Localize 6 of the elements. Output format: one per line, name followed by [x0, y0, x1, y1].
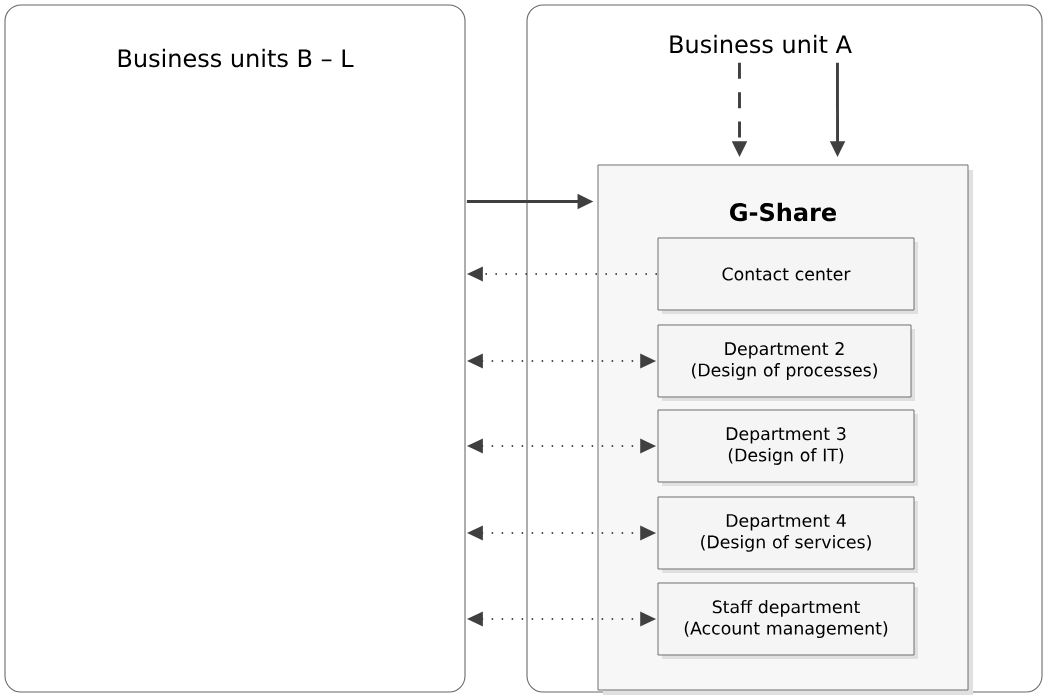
department-box: Staff department (Account management) — [657, 582, 918, 659]
department-box: Contact center — [657, 237, 918, 314]
panel: Business units B – L — [4, 4, 466, 693]
department-box: Department 4 (Design of services) — [657, 496, 918, 573]
department-box: Department 3 (Design of IT) — [657, 409, 918, 486]
department-box: Department 2 (Design of processes) — [657, 324, 915, 401]
